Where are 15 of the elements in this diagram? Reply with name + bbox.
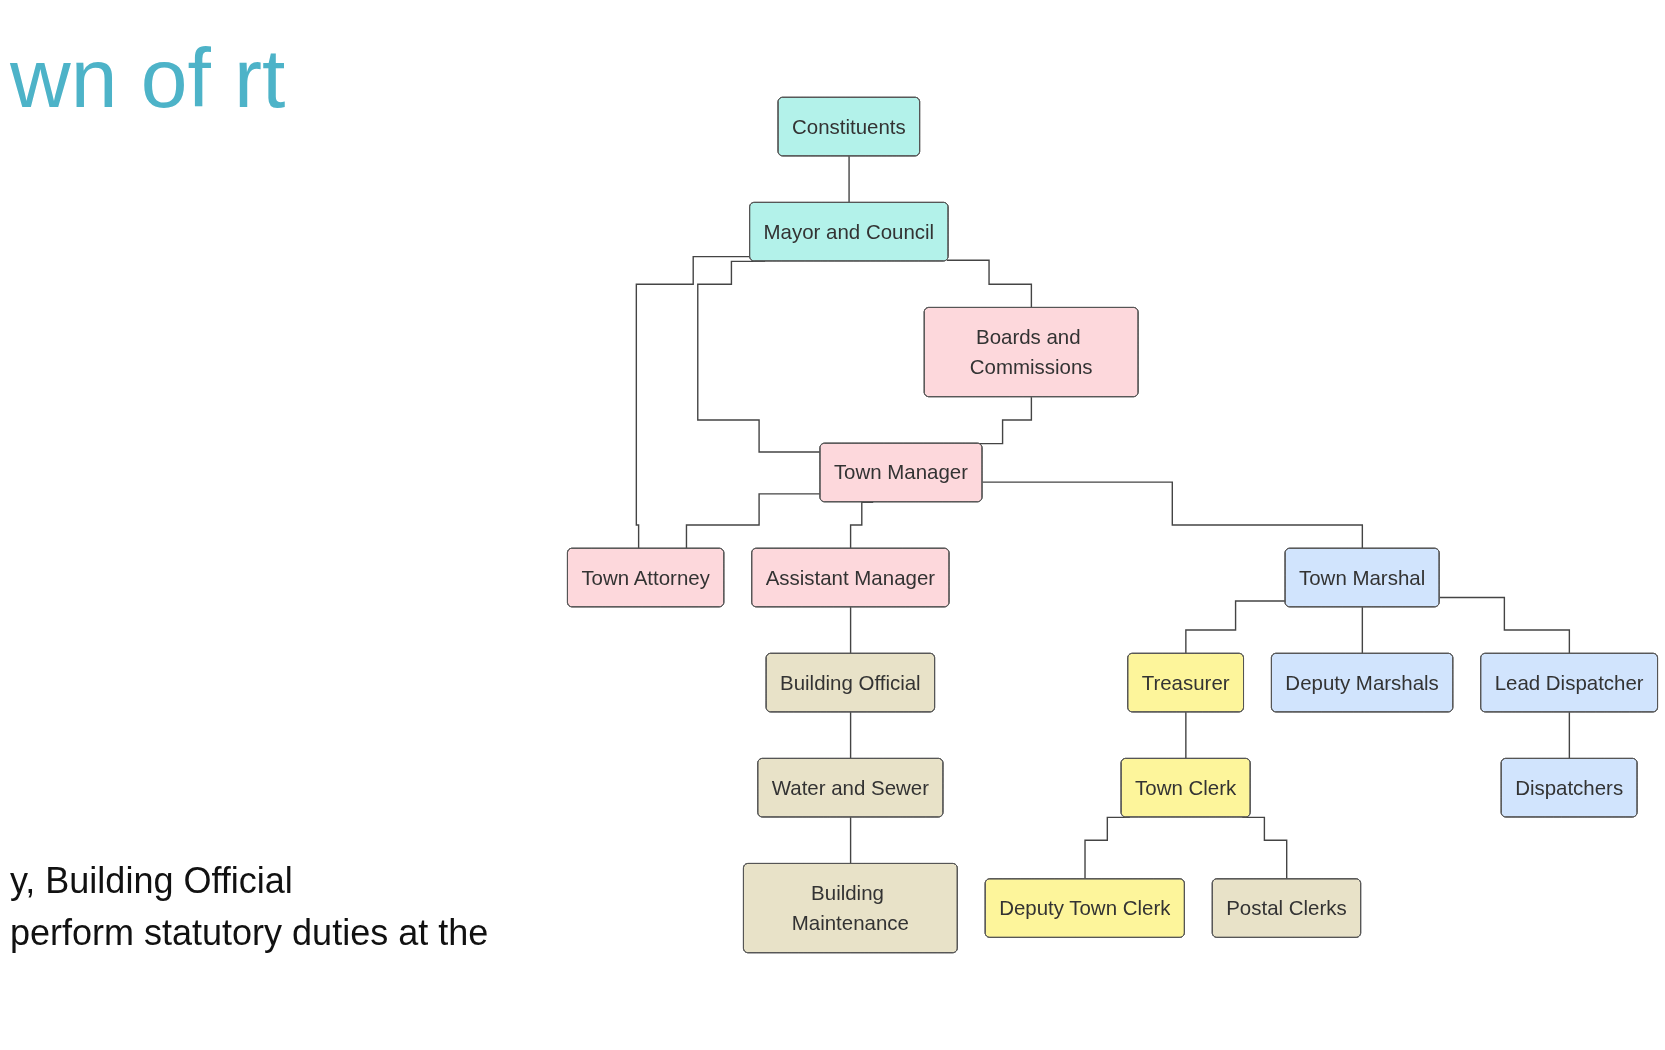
connector (849, 711, 852, 760)
body-text: perform statutory duties at the (10, 912, 490, 954)
connector (848, 155, 850, 204)
connector (946, 259, 1033, 309)
connector (849, 606, 852, 655)
connector (981, 481, 1364, 550)
connector (1568, 711, 1571, 760)
body-text: y, Building Official (10, 860, 294, 902)
connector (635, 255, 751, 550)
slide-title: wn of rt (10, 30, 287, 127)
connector (849, 816, 852, 865)
connector (1185, 711, 1187, 760)
connector (1438, 596, 1571, 655)
connector (1185, 600, 1287, 655)
connector (1361, 606, 1364, 655)
